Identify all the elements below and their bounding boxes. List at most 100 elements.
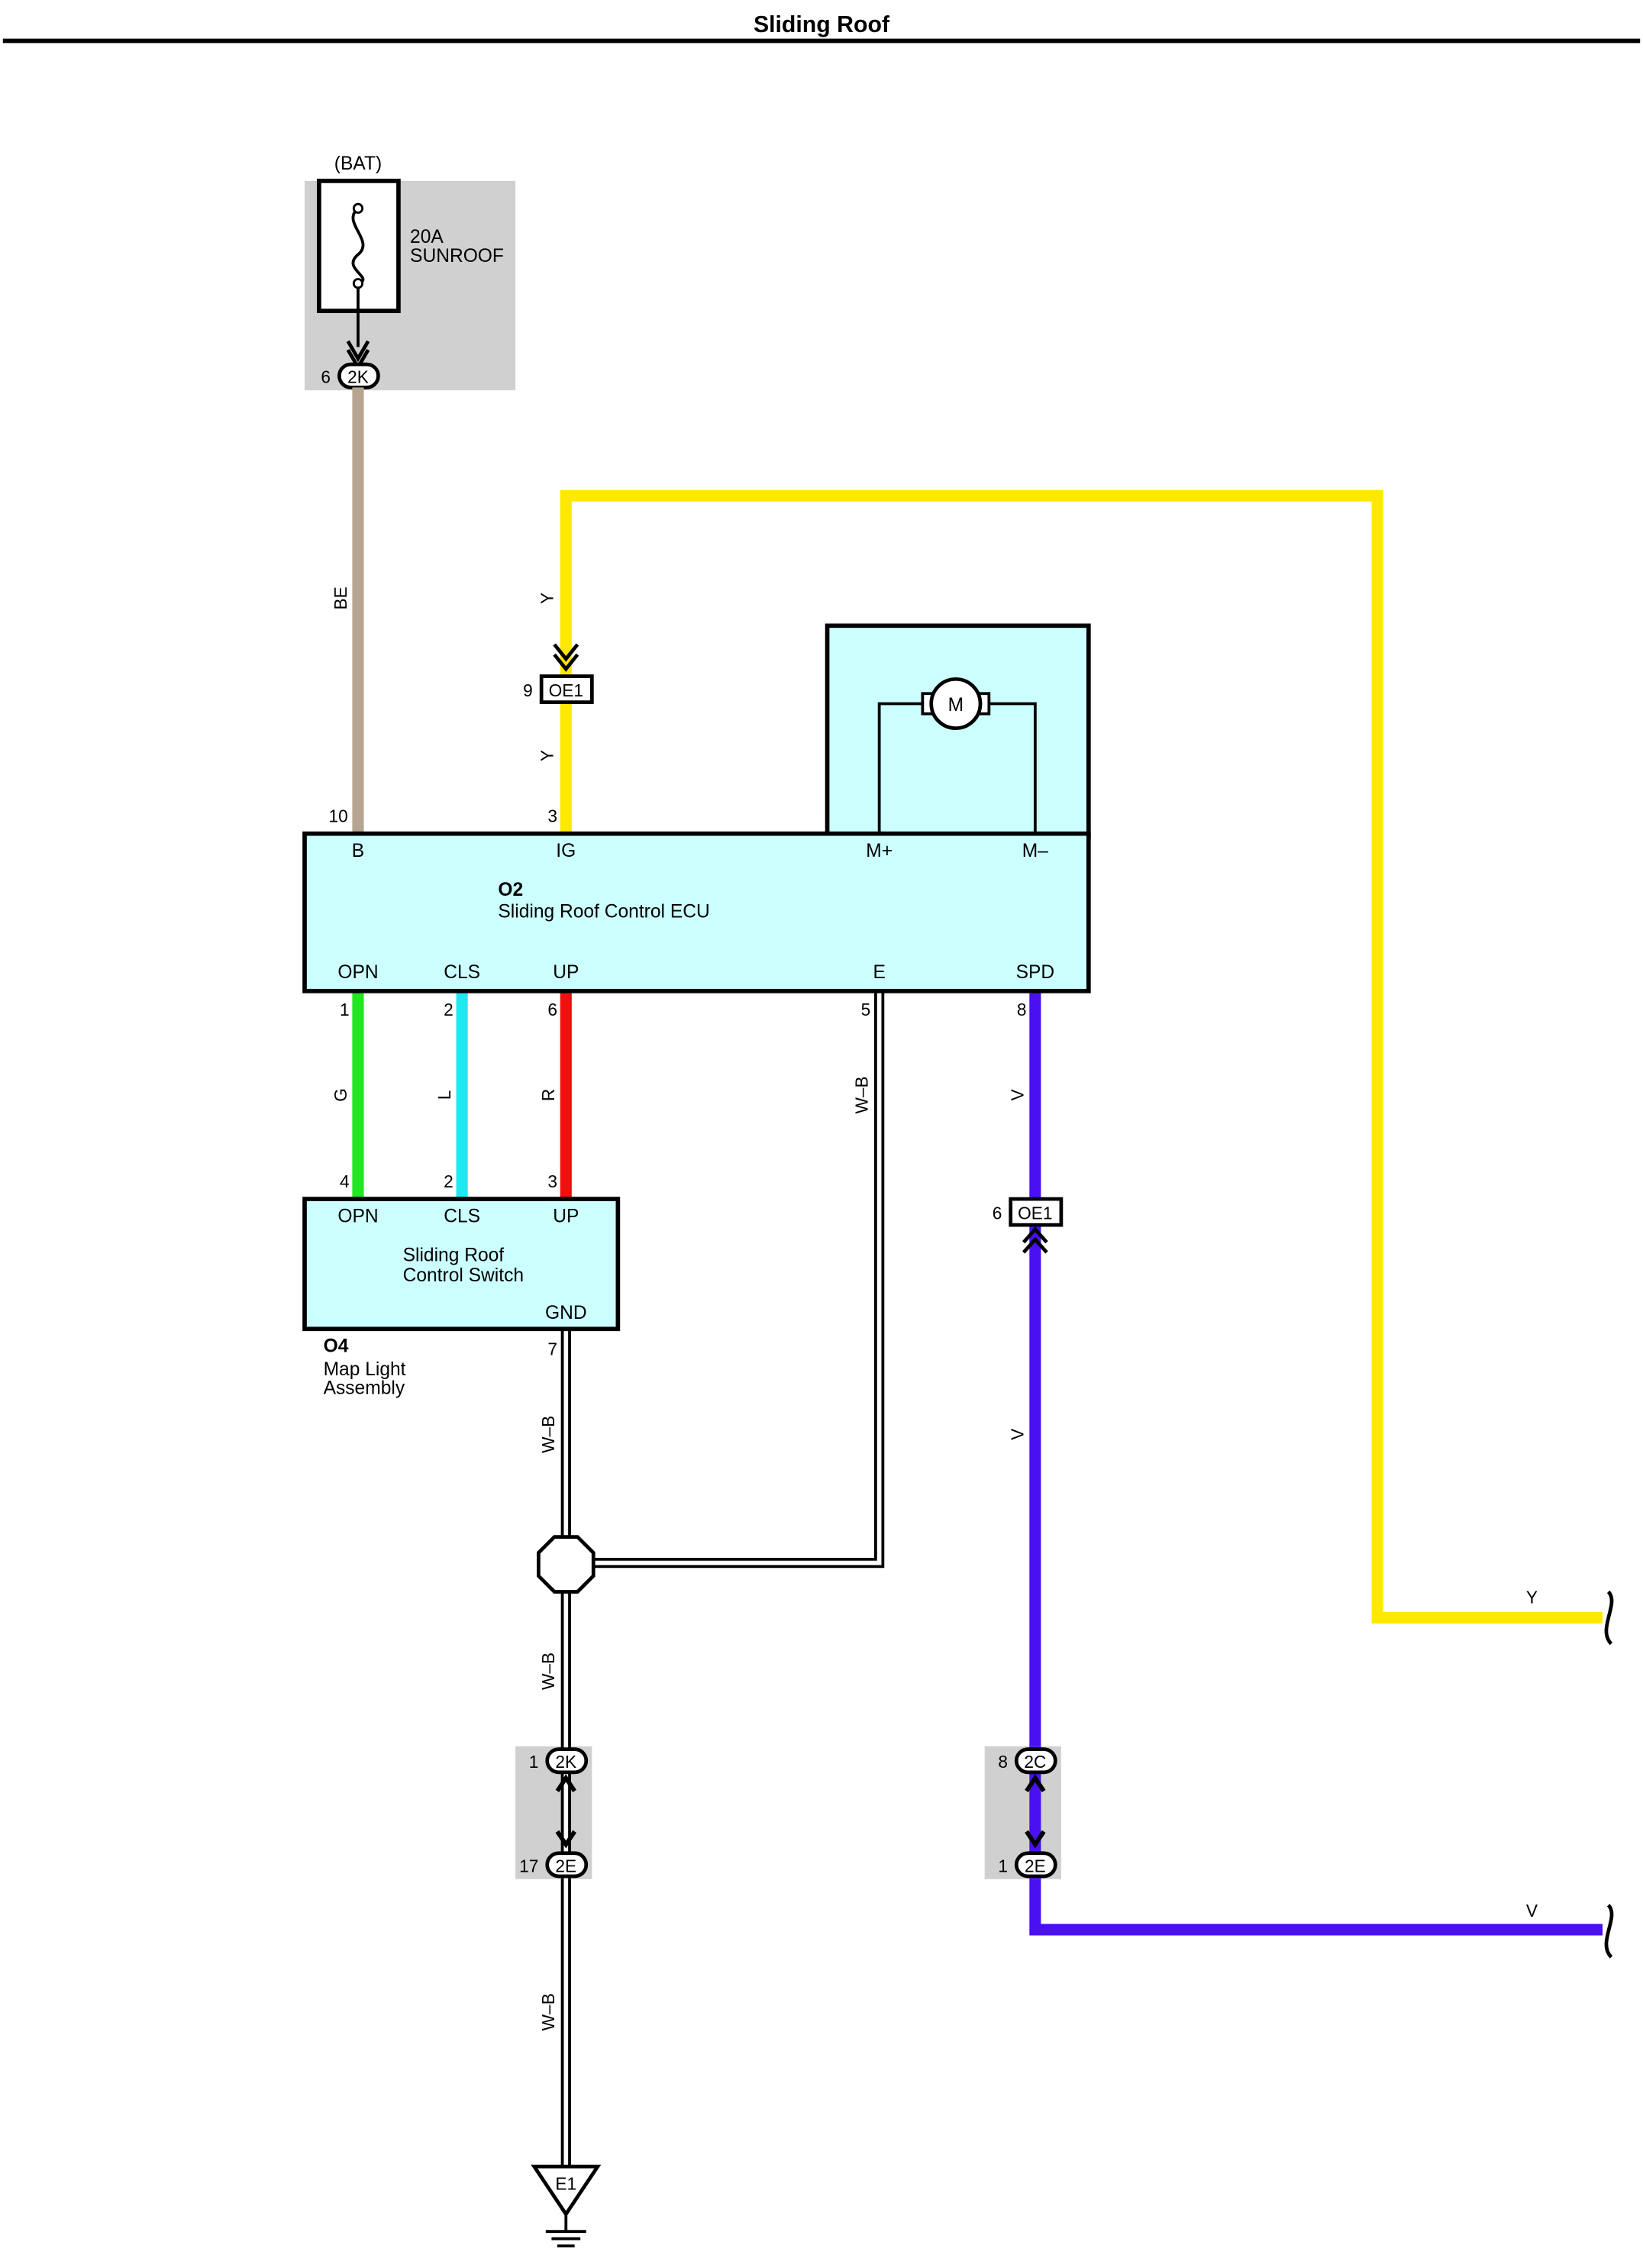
wire-label-r: R [538, 1089, 558, 1101]
wire-label-be: BE [331, 586, 350, 609]
ground-e1: E1 [531, 2164, 602, 2247]
ecu-pin-e: 5 [861, 1000, 871, 1019]
connector-2c-name: 2C [1024, 1752, 1046, 1772]
wire-label-l: L [434, 1090, 454, 1100]
junction-left-down-arrow-icon [555, 1830, 576, 1849]
wire-label-wb-3: W–B [538, 1993, 558, 2031]
connector-oe1-top-name: OE1 [549, 680, 583, 700]
connector-2c [1014, 1747, 1057, 1775]
connector-2c-pin: 8 [998, 1752, 1008, 1772]
connector-2e-right-name: 2E [1025, 1856, 1046, 1875]
wire-label-v-out: V [1526, 1901, 1538, 1921]
ecu-term-cls: CLS [444, 962, 480, 983]
fuse-name: SUNROOF [410, 246, 504, 267]
switch-pin-up: 3 [547, 1171, 557, 1191]
connector-oe1-mid-pin: 6 [993, 1203, 1002, 1223]
wire-v [1029, 990, 1603, 1936]
fuse-terminal-top [352, 202, 364, 214]
switch-name-line2: Control Switch [403, 1265, 524, 1286]
fuse-rating: 20A [410, 227, 444, 247]
connector-2e-right-pin: 1 [998, 1856, 1008, 1875]
fuse-terminal-bottom [352, 278, 364, 289]
ecu-pin-ig: 3 [547, 806, 557, 826]
switch-pin-cls: 2 [444, 1171, 454, 1191]
motor-box [825, 623, 1091, 839]
switch-assembly-line2: Assembly [324, 1378, 405, 1398]
ground-triangle-icon [531, 2164, 602, 2218]
ecu-term-spd: SPD [1016, 962, 1055, 983]
ecu-term-up: UP [553, 962, 579, 983]
switch-box [302, 1197, 621, 1332]
connector-2k [545, 1747, 589, 1775]
ecu-module: O2 Sliding Roof Control ECU B IG M+ M– O… [302, 806, 1091, 1019]
ecu-term-e: E [873, 962, 885, 983]
ecu-term-mp: M+ [866, 841, 893, 861]
fuse-source-label: (BAT) [334, 153, 382, 174]
fuse-icon [351, 207, 365, 285]
switch-term-opn: OPN [337, 1206, 378, 1226]
ecu-pin-up: 6 [547, 1000, 557, 1019]
ecu-term-mm: M– [1022, 841, 1048, 861]
ground-label: E1 [555, 2173, 576, 2193]
fuse-block: (BAT) 20A SUNROOF 2K 6 [305, 153, 516, 391]
motor-block: M [825, 623, 1091, 839]
wire-label-g: G [331, 1088, 350, 1102]
switch-id: O4 [324, 1336, 349, 1357]
wire-label-y-mid: Y [537, 750, 557, 761]
ecu-pin-b: 10 [328, 806, 347, 826]
wire-label-wb-1: W–B [538, 1416, 558, 1453]
wire-label-wb-e: W–B [852, 1076, 872, 1113]
switch-name-line1: Sliding Roof [403, 1245, 505, 1265]
fuse-connector-name: 2K [347, 367, 369, 387]
junction-left-up-arrow-icon [555, 1774, 576, 1792]
switch-term-gnd: GND [545, 1303, 587, 1323]
connector-oe1-mid [1009, 1197, 1064, 1227]
connector-oe1-mid-name: OE1 [1018, 1203, 1052, 1223]
switch-pin-opn: 4 [340, 1171, 350, 1191]
switch-pin-gnd: 7 [547, 1339, 557, 1359]
motor-label: M [948, 695, 964, 716]
connector-oe1-top [539, 674, 594, 704]
wire-v-continuation-icon [1604, 1904, 1614, 1959]
wire-label-wb-2: W–B [538, 1653, 558, 1690]
switch-term-cls: CLS [444, 1206, 480, 1226]
oe1-mid-arrow-icon [1022, 1226, 1048, 1254]
switch-term-up: UP [553, 1206, 579, 1226]
wire-label-v-lower: V [1008, 1428, 1028, 1440]
ecu-box [302, 831, 1091, 993]
junction-right-up-arrow-icon [1025, 1774, 1046, 1792]
ecu-pin-opn: 1 [340, 1000, 350, 1019]
connector-oe1-top-pin: 9 [523, 680, 533, 700]
motor-icon [929, 677, 983, 730]
junction-left: 2K 1 2E 17 [515, 1746, 592, 1879]
connector-2k-name: 2K [555, 1752, 576, 1772]
switch-module: OPN CLS UP GND Sliding Roof Control Swit… [302, 1171, 621, 1398]
wire-label-v-upper: V [1008, 1089, 1028, 1101]
wire-label-y-out: Y [1526, 1588, 1538, 1607]
oe1-top-arrow-icon [553, 643, 579, 672]
motor-lead-plus [877, 702, 925, 834]
ecu-pin-cls: 2 [444, 1000, 454, 1019]
connector-2k-pin: 1 [529, 1752, 539, 1772]
ground-junction [536, 1535, 596, 1594]
ecu-id: O2 [498, 880, 523, 900]
wire-label-y-top: Y [537, 593, 557, 604]
connector-2e-left [545, 1851, 589, 1879]
junction-right-down-arrow-icon [1025, 1830, 1046, 1849]
wire-y [560, 489, 1603, 1624]
ecu-term-b: B [352, 841, 364, 861]
page-title: Sliding Roof [754, 12, 890, 37]
ecu-term-opn: OPN [337, 962, 378, 983]
connector-2e-right [1014, 1851, 1057, 1879]
wire-wb-e [595, 990, 885, 1569]
connector-2e-left-name: 2E [555, 1856, 576, 1875]
wire-wb-e-inner [595, 990, 882, 1565]
ecu-name: Sliding Roof Control ECU [498, 901, 709, 922]
switch-assembly-line1: Map Light [324, 1359, 406, 1380]
fuse-connector-pin: 6 [321, 367, 331, 387]
connector-2e-left-pin: 17 [519, 1856, 538, 1875]
junction-right: 2C 8 2E 1 [984, 1746, 1061, 1879]
ecu-term-ig: IG [556, 841, 576, 861]
motor-lead-minus [987, 702, 1037, 834]
